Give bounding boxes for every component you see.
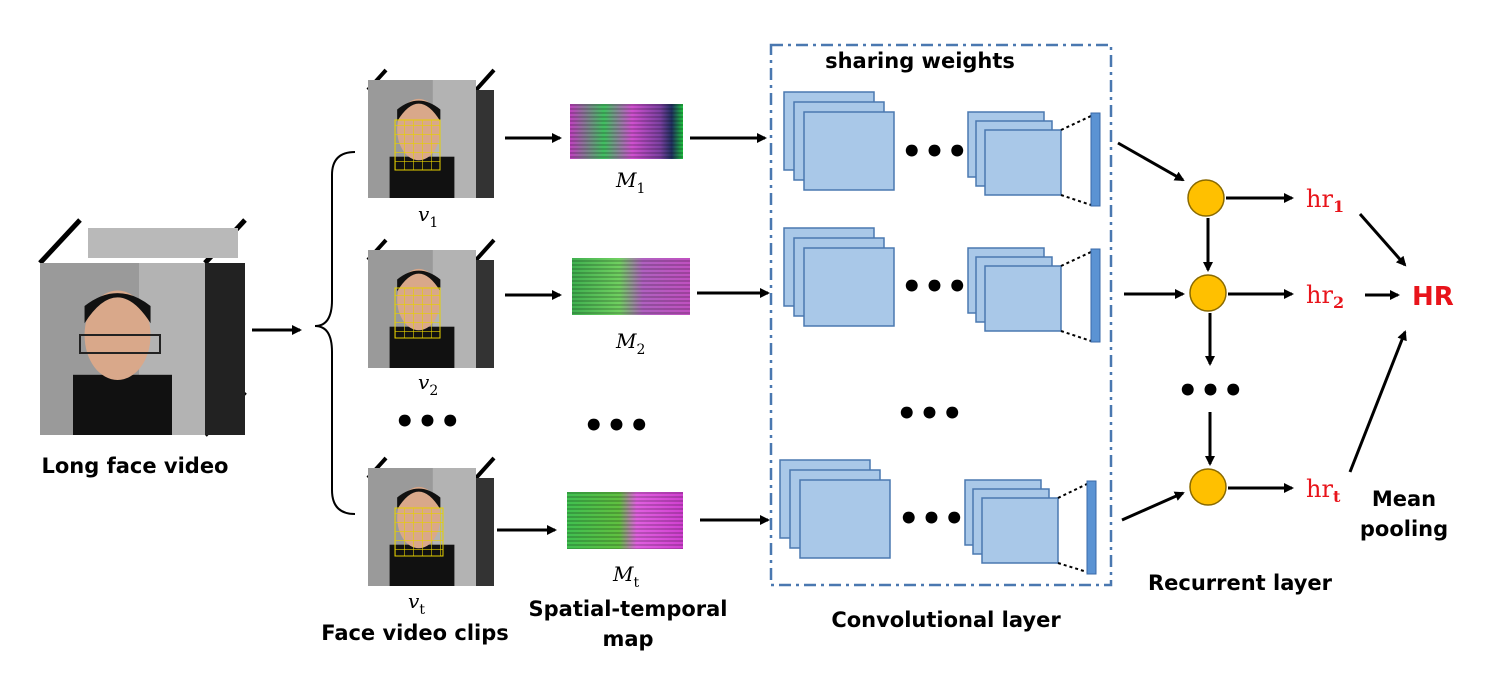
conv-row-1: ••• [783, 91, 1101, 207]
rnn-node-1 [1187, 179, 1225, 217]
svg-text:•••: ••• [901, 267, 969, 307]
ellipsis-clips: ••• [394, 402, 462, 442]
label-clip-t: vt [408, 589, 425, 618]
label-clip-1: v1 [418, 202, 438, 231]
label-pooling: pooling [1360, 517, 1448, 541]
label-hr-2: hr2 [1306, 281, 1344, 312]
label-spatial-temporal-2: map [602, 627, 653, 651]
ellipsis-rnn: ••• [1177, 371, 1245, 411]
svg-text:•••: ••• [901, 132, 969, 172]
label-map-1: M1 [615, 168, 645, 197]
map-2 [572, 258, 690, 315]
arrow-hrt-to-HR [1348, 330, 1407, 473]
rnn-node-2 [1189, 274, 1227, 312]
long-face-video-stack [38, 218, 247, 437]
label-sharing-weights: sharing weights [825, 49, 1015, 73]
label-spatial-temporal-1: Spatial-temporal [529, 597, 728, 621]
arrow-hr1-to-HR [1358, 213, 1407, 267]
conv-row-2: ••• [783, 227, 1101, 343]
label-map-2: M2 [615, 329, 645, 358]
conv-row-t: ••• [779, 459, 1097, 575]
face-clip-t [366, 456, 496, 586]
label-HR: HR [1412, 282, 1454, 312]
map-t [567, 492, 683, 549]
ellipsis-conv: ••• [896, 394, 964, 434]
map-1 [570, 104, 683, 159]
label-recurrent-layer: Recurrent layer [1148, 571, 1333, 595]
label-hr-t: hrt [1306, 475, 1341, 506]
rnn-node-t [1189, 468, 1227, 506]
svg-text:•••: ••• [898, 499, 966, 539]
face-clip-2 [366, 238, 496, 368]
arrow-convt-to-nodet [1121, 491, 1185, 522]
ellipsis-maps: ••• [583, 406, 651, 446]
label-mean: Mean [1372, 487, 1436, 511]
label-face-video-clips: Face video clips [321, 621, 509, 645]
label-hr-1: hr1 [1306, 185, 1344, 216]
brace [314, 151, 356, 515]
arrow-conv1-to-node1 [1117, 141, 1185, 182]
sharing-weights-frame [769, 43, 1113, 587]
label-long-face-video: Long face video [41, 454, 228, 478]
face-clip-1 [366, 68, 496, 198]
label-map-t: Mt [612, 562, 639, 591]
label-clip-2: v2 [418, 370, 438, 399]
label-convolutional-layer: Convolutional layer [831, 608, 1061, 632]
